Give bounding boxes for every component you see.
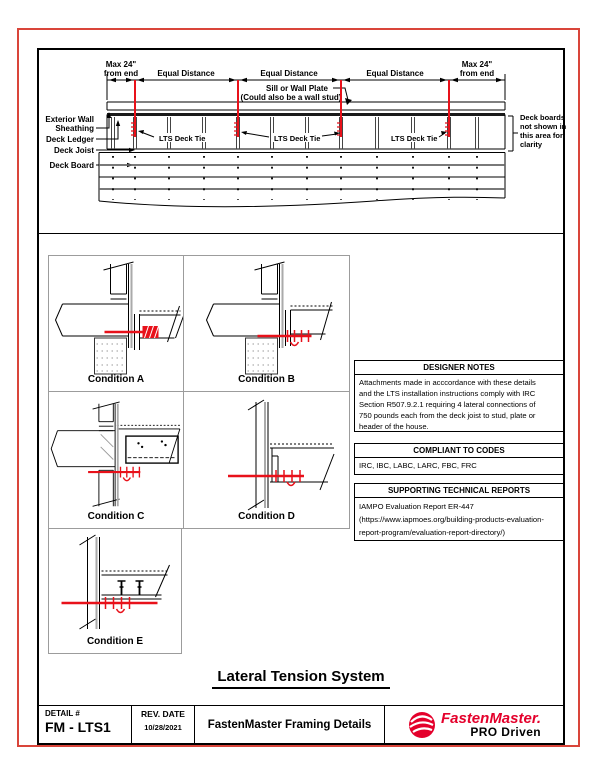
dimension-lines [106,74,506,100]
left-label-leaders [96,118,129,166]
drawing-border: Max 24" from end Equal Distance Equal Di… [37,48,567,745]
right-note-1: Deck boards [520,113,565,122]
rev-date-label: REV. DATE [141,709,185,719]
detail-number-cell: DETAIL # FM - LTS1 [39,706,132,743]
condition-d-label: Condition D [238,511,295,522]
dim-label-equal-1: Equal Distance [157,69,215,78]
condition-b-framing [205,261,332,348]
condition-d-fastener [227,470,304,487]
detail-number-value: FM - LTS1 [45,719,111,735]
sill-leader [333,87,349,101]
condition-e-fastener [61,597,158,614]
deck-board-screws [112,156,478,200]
supporting-reports-line: report-program/evaluation-report-directo… [359,528,506,537]
lts-tie-label-1: LTS Deck Tie [159,134,205,143]
condition-c-beam-bolts [137,440,167,449]
condition-a-cell: Condition A [48,255,184,392]
condition-c-label: Condition C [87,511,145,522]
brand-name: FastenMaster. [440,709,542,727]
designer-notes-line: Section R507.9.2.1 requiring 4 lateral c… [359,400,536,409]
supporting-reports-header: SUPPORTING TECHNICAL REPORTS [354,483,564,498]
designer-notes-line: Attachments made in acccordance with the… [359,378,536,387]
condition-a-drawing [54,261,184,375]
supporting-reports-body: IAMPO Evaluation Report ER-447 (https://… [354,497,564,541]
label-deck-board: Deck Board [50,161,95,170]
designer-notes-body: Attachments made in acccordance with the… [354,374,564,432]
right-note-bracket [508,115,518,152]
designer-notes-line: header of the house. [359,422,429,431]
condition-b-label: Condition B [238,374,295,385]
supporting-reports-line: (https://www.iapmoes.org/building-produc… [359,515,544,524]
compliant-codes-body: IRC, IBC, LABC, LARC, FBC, FRC [354,457,564,475]
plan-view-drawing: Max 24" from end Equal Distance Equal Di… [39,60,567,234]
wall-plate [106,101,506,111]
condition-c-cell: Condition C [48,391,184,529]
left-label-arrows [106,112,135,168]
lts-tie-label-3: LTS Deck Tie [391,134,437,143]
condition-a-fastener [104,325,159,339]
right-note-2: not shown in [520,122,567,131]
dim-label-max24-left-1: Max 24" [106,60,137,69]
dim-label-equal-2: Equal Distance [260,69,318,78]
dim-label-max24-right-2: from end [460,69,494,78]
designer-notes-line: 750 pounds each from the deck joist to s… [359,411,536,420]
designer-notes-line: and the LTS installation instructions co… [359,389,536,398]
sheet-title-wrap: Lateral Tension System [39,668,563,689]
deck-break-line [98,196,506,208]
detail-number-label: DETAIL # [45,709,80,718]
designer-notes-header: DESIGNER NOTES [354,360,564,375]
label-deck-ledger: Deck Ledger [46,135,94,144]
dim-label-max24-left-2: from end [104,69,138,78]
condition-c-hatch [100,433,114,460]
condition-e-cell: Condition E [48,528,182,654]
label-deck-joist: Deck Joist [54,146,94,155]
outer-red-border [17,28,580,747]
condition-a-framing [54,261,184,350]
fastenmaster-logo-icon [408,711,435,738]
condition-e-label: Condition E [86,636,144,647]
condition-b-fastener [257,330,311,347]
condition-c-fastener [88,466,141,482]
sill-label-2: (Could also be a wall stud) [241,93,342,102]
condition-a-foundation [94,337,127,375]
condition-e-drawing [61,534,170,630]
lts-label-backgrounds [156,133,441,142]
condition-c-drawing [50,401,181,507]
sill-label-1: Sill or Wall Plate [266,84,328,93]
rev-date-value: 10/28/2021 [144,723,182,732]
lts-label-leaders [140,131,446,138]
condition-e-framing [79,534,170,630]
lts-tie-rods [134,80,450,137]
brand-text: FastenMaster. PRO Driven [440,709,542,739]
lts-tie-threads [131,122,450,136]
condition-c-framing [50,401,181,507]
condition-e-screws [117,580,144,595]
condition-a-label: Condition A [87,374,145,385]
condition-d-framing [247,399,334,511]
condition-b-drawing [205,261,332,375]
deck-ledger-band [98,114,506,201]
sheet-name-cell: FastenMaster Framing Details [195,706,385,743]
brand-cell: FastenMaster. PRO Driven [385,706,563,743]
rev-date-cell: REV. DATE 10/28/2021 [132,706,195,743]
supporting-reports-line: IAMPO Evaluation Report ER-447 [359,502,474,511]
dim-label-max24-right-1: Max 24" [462,60,493,69]
condition-d-drawing [227,399,334,511]
compliant-codes-header: COMPLIANT TO CODES [354,443,564,458]
condition-b-cell: Condition B [183,255,350,392]
label-exterior-wall-2: Sheathing [55,124,94,133]
condition-a-concrete-stipple [96,343,125,372]
title-block: DETAIL # FM - LTS1 REV. DATE 10/28/2021 … [39,705,563,743]
sheet-title: Lateral Tension System [212,668,390,689]
right-note-3: this area for [520,131,563,140]
condition-b-concrete-stipple [247,343,275,372]
sheet-name: FastenMaster Framing Details [207,718,372,731]
label-exterior-wall-1: Exterior Wall [45,115,94,124]
condition-d-cell: Condition D [183,391,350,529]
brand-tagline: PRO Driven [470,724,542,739]
dim-label-equal-3: Equal Distance [366,69,424,78]
condition-b-foundation [244,337,278,375]
lts-tie-label-2: LTS Deck Tie [274,134,320,143]
right-note-4: clarity [520,140,543,149]
